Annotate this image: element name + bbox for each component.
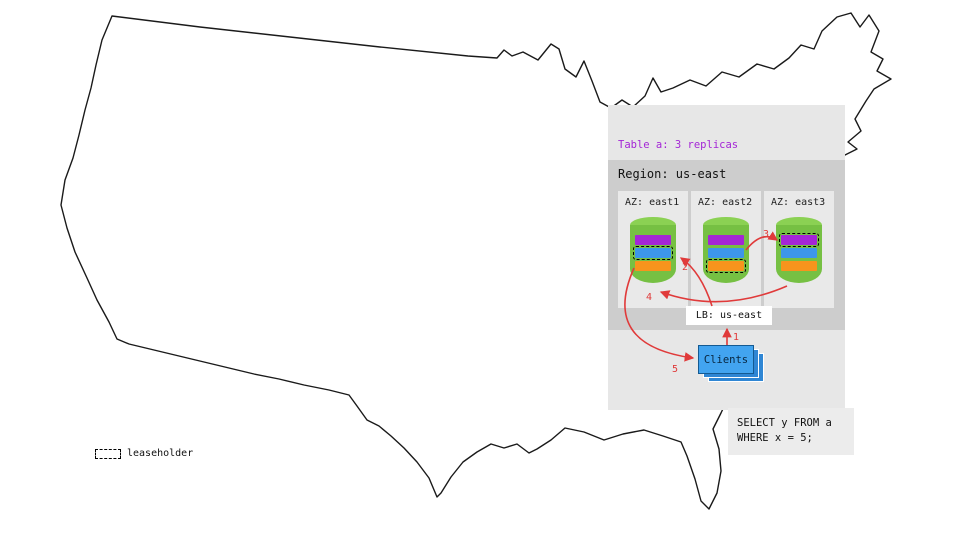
replica-table-a	[708, 235, 744, 245]
az-label-east2: AZ: east2	[698, 197, 753, 208]
db-node-east1	[630, 217, 676, 283]
az-box-east1: AZ: east1	[618, 191, 688, 308]
leaseholder-swatch-icon	[95, 448, 121, 459]
db-node-east3	[776, 217, 822, 283]
replica-table-b	[635, 261, 671, 271]
replica-table-b	[781, 261, 817, 271]
replica-table-b-leaseholder	[706, 259, 746, 273]
query-line-1: SELECT y FROM a	[737, 417, 832, 429]
leaseholder-key: leaseholder	[95, 448, 193, 459]
az-row: AZ: east1 AZ: east2	[618, 191, 834, 308]
clients-label: Clients	[703, 353, 749, 366]
clients-stack: Clients	[698, 345, 764, 385]
legend-table-a: Table a: 3 replicas	[618, 139, 739, 151]
region-label: Region: us-east	[618, 167, 727, 181]
region-box: Region: us-east AZ: east1 AZ: east2	[608, 160, 845, 330]
query-box: SELECT y FROM a WHERE x = 5;	[728, 408, 854, 455]
load-balancer-box: LB: us-east	[686, 306, 772, 325]
replica-index-a-leaseholder	[633, 246, 673, 260]
az-label-east3: AZ: east3	[771, 197, 826, 208]
az-box-east2: AZ: east2	[691, 191, 761, 308]
query-line-2: WHERE x = 5;	[737, 432, 813, 444]
az-box-east3: AZ: east3	[764, 191, 834, 308]
replica-table-a	[635, 235, 671, 245]
db-node-east2	[703, 217, 749, 283]
clients-box: Clients	[698, 345, 754, 374]
az-label-east1: AZ: east1	[625, 197, 680, 208]
replica-table-a-leaseholder	[779, 233, 819, 247]
replica-index-a	[708, 248, 744, 258]
leaseholder-key-label: leaseholder	[127, 448, 194, 459]
replica-index-a	[781, 248, 817, 258]
